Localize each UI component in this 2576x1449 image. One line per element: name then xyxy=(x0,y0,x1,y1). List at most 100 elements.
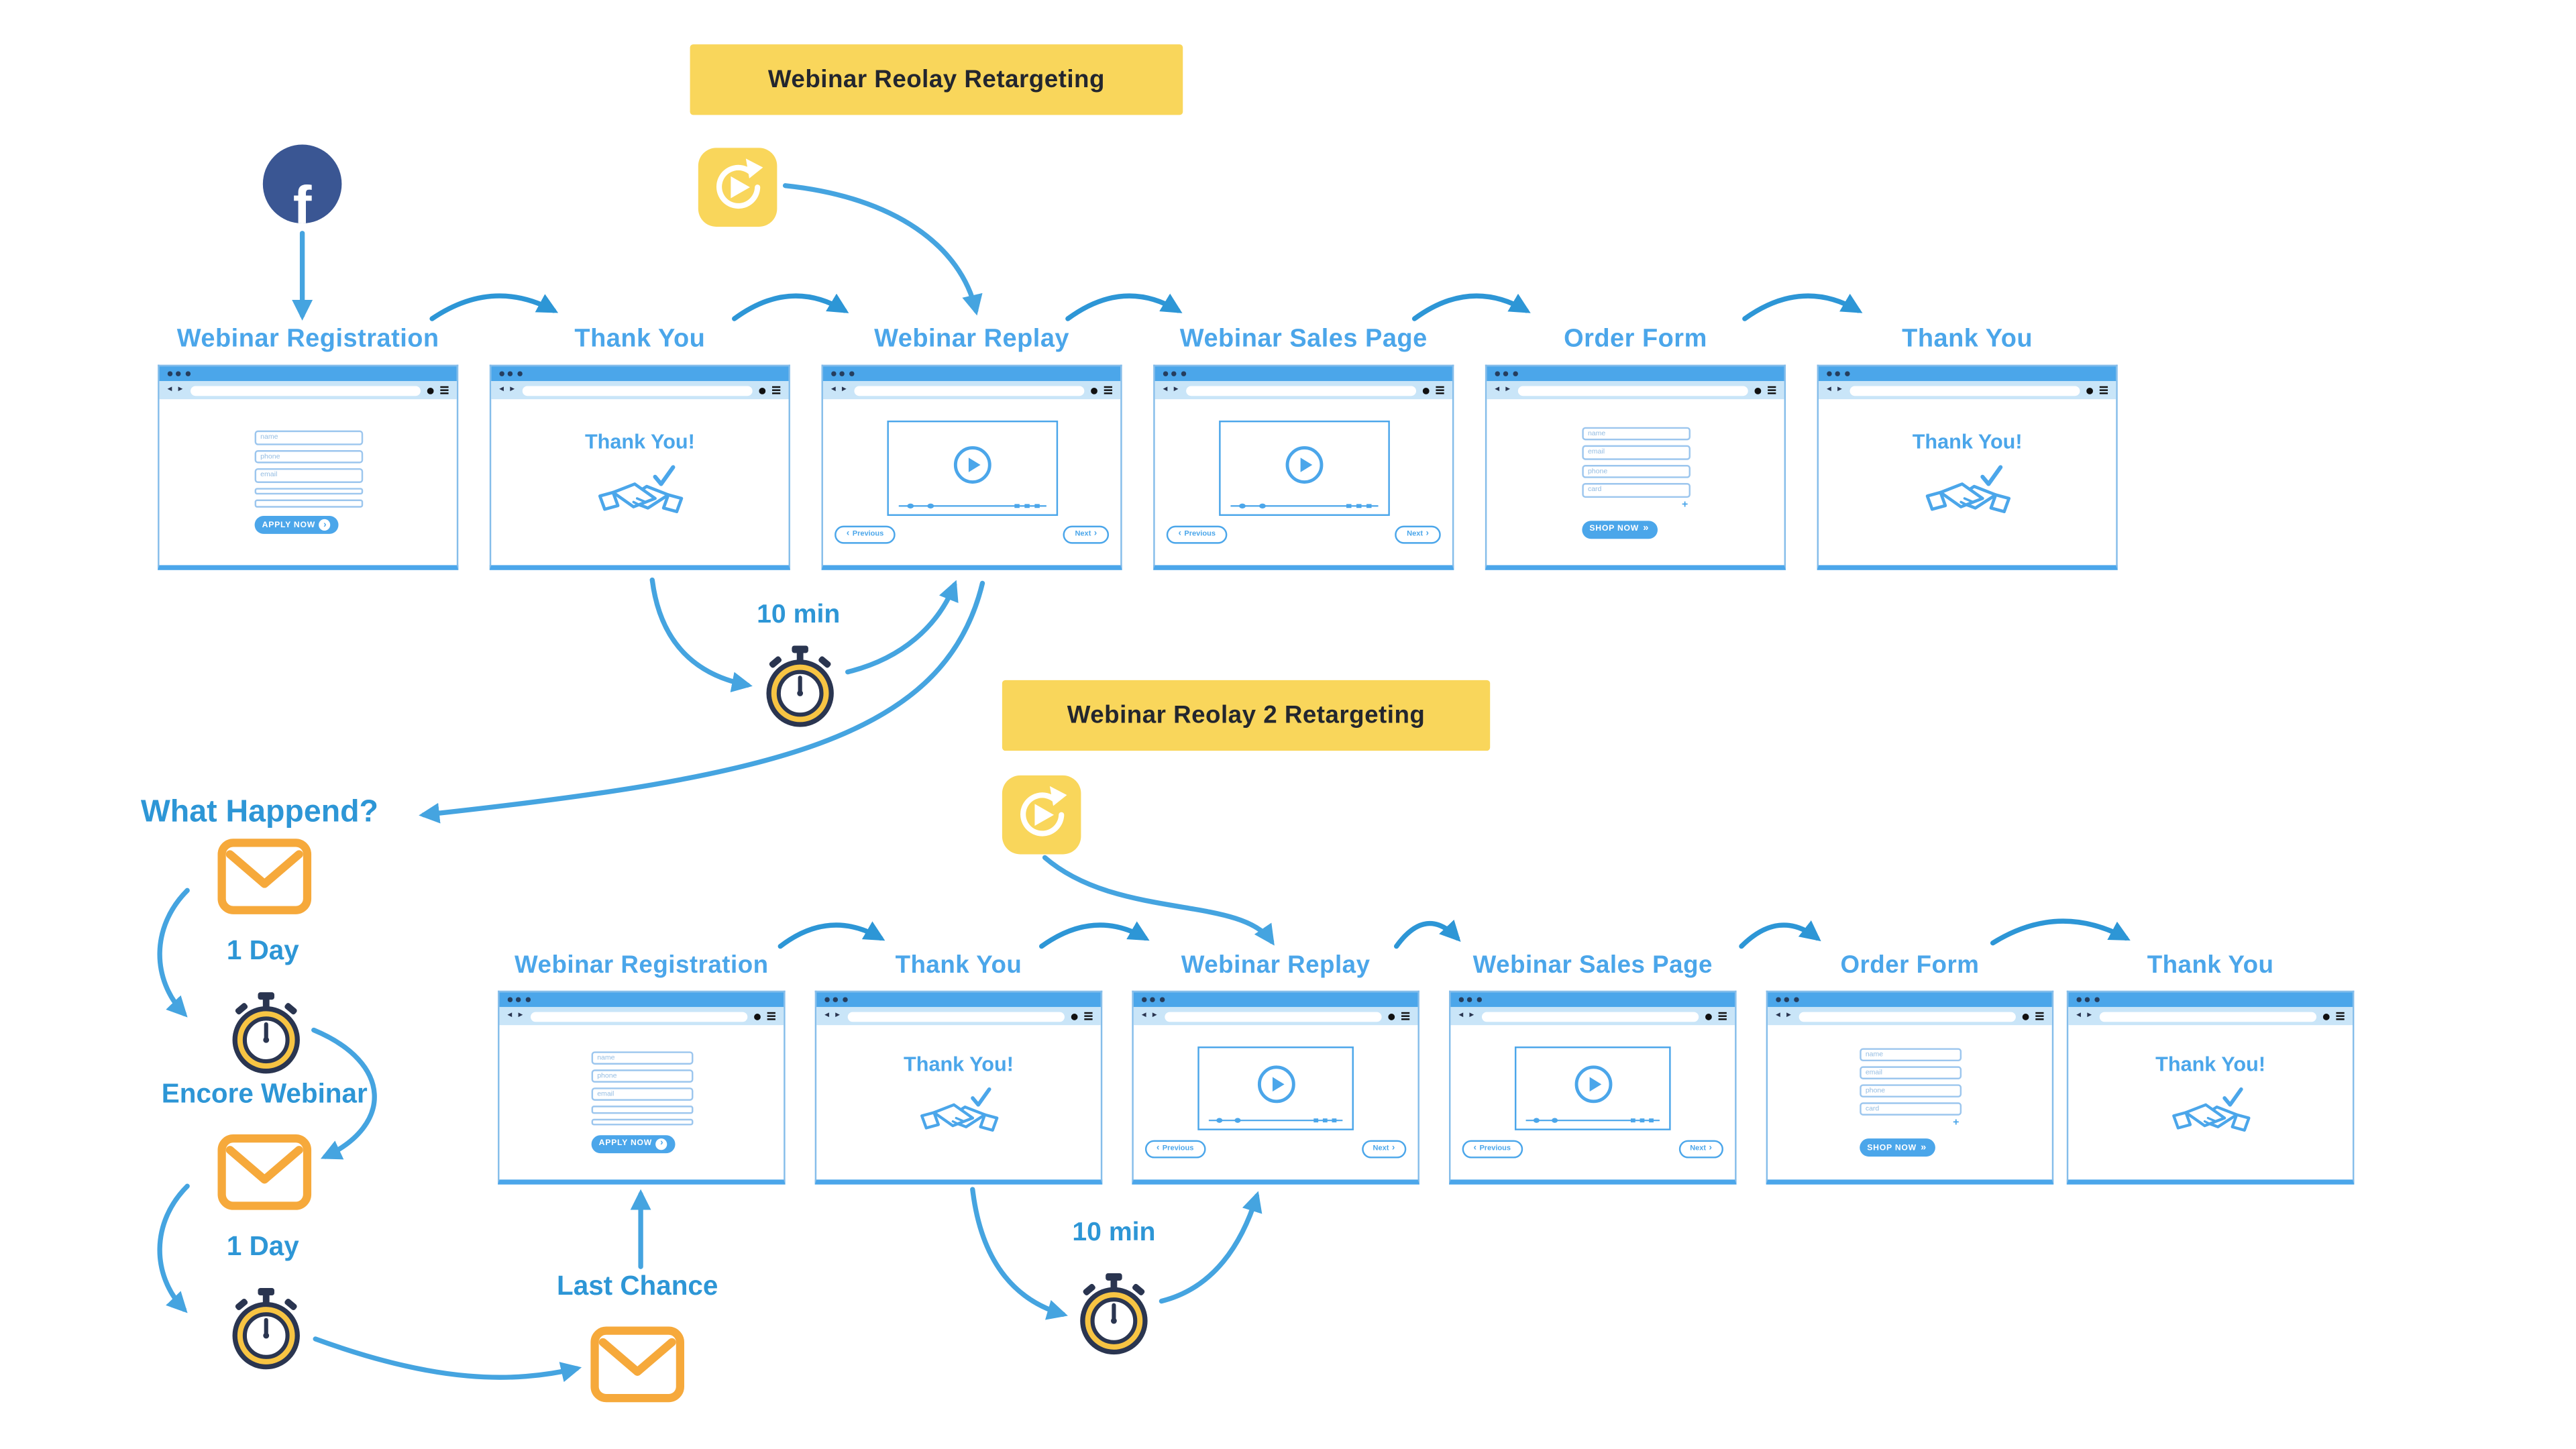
window-dot-icon xyxy=(1776,997,1781,1002)
stopwatch-icon-seq2 xyxy=(227,1287,306,1381)
account-dot-icon xyxy=(1388,1012,1395,1020)
next-label: Next xyxy=(1373,1144,1389,1152)
back-icon: ◄ xyxy=(506,1010,514,1019)
stopwatch-icon-seq1 xyxy=(227,991,306,1085)
what-happened-label: What Happend? xyxy=(140,795,378,830)
window-addressbar: ◄► xyxy=(822,381,1121,400)
menu-icon xyxy=(1400,1015,1409,1018)
video-progress-bar xyxy=(1525,1118,1660,1124)
previous-button: Previous xyxy=(1462,1140,1523,1159)
step-label: Webinar Sales Page xyxy=(1179,325,1428,354)
menu-icon xyxy=(771,389,780,391)
address-field xyxy=(523,385,753,395)
video-player xyxy=(1514,1046,1671,1130)
handshake-icon-wrap xyxy=(918,1083,1000,1148)
window-addressbar: ◄► xyxy=(1487,381,1784,400)
last-chance-label: Last Chance xyxy=(557,1271,718,1301)
forward-icon: ► xyxy=(517,1010,525,1019)
account-dot-icon xyxy=(759,386,766,394)
handshake-icon-wrap xyxy=(596,460,684,531)
replay-icon xyxy=(1020,786,1067,837)
back-icon: ◄ xyxy=(1493,384,1501,393)
replay-retargeting-icon-top xyxy=(698,148,777,227)
chevron-right-icon xyxy=(1709,1144,1713,1153)
handshake-icon-wrap xyxy=(1923,460,2012,531)
window-dot-icon xyxy=(833,997,839,1002)
previous-button: Previous xyxy=(1167,525,1228,544)
menu-icon xyxy=(2335,1015,2344,1018)
step-label: Thank You xyxy=(895,951,1022,979)
form-field: phone xyxy=(1859,1084,1961,1097)
video-content: Previous Next xyxy=(1134,1046,1418,1159)
apply-now-button: APPLY NOW xyxy=(254,515,339,534)
forward-icon: ► xyxy=(1150,1010,1159,1019)
forward-icon: ► xyxy=(1504,384,1512,393)
arrow-row1-step4 xyxy=(1411,293,1531,321)
arrow-circle-icon xyxy=(319,519,331,531)
arrow-row2-step5 xyxy=(1990,918,2131,946)
window-dot-icon xyxy=(1495,371,1500,376)
chevrons-right-icon xyxy=(1643,524,1649,534)
window-dot-icon xyxy=(1142,997,1146,1002)
window-dot-icon xyxy=(2076,997,2082,1002)
window-dot-icon xyxy=(1477,997,1481,1002)
previous-label: Previous xyxy=(1184,529,1216,538)
arrow-retargeting1-to-replay xyxy=(782,183,983,316)
menu-icon xyxy=(1103,389,1112,391)
address-field xyxy=(191,385,421,395)
window-row1-thank-you-2: Thank You◄►Thank You! xyxy=(1817,325,2118,570)
form-field xyxy=(254,499,363,507)
arrow-row2-step2 xyxy=(1038,921,1150,949)
window-dot-icon xyxy=(167,371,172,376)
chevron-right-icon xyxy=(1094,530,1097,539)
window-dot-icon xyxy=(1458,997,1464,1002)
apply-now-button: APPLY NOW xyxy=(590,1134,676,1153)
address-field xyxy=(854,385,1085,395)
facebook-letter: f xyxy=(292,176,312,224)
email-icon-3 xyxy=(590,1326,685,1411)
retargeting-badge-top: Webinar Reolay Retargeting xyxy=(690,44,1183,115)
menu-icon xyxy=(1083,1015,1092,1018)
thank-you-text: Thank You! xyxy=(2155,1053,2266,1077)
arrow-row2-step1 xyxy=(777,921,885,949)
window-dot-icon xyxy=(831,371,837,376)
window-row1-thank-you-1: Thank You◄►Thank You! xyxy=(489,325,790,570)
form-field: name xyxy=(254,430,363,445)
back-icon: ◄ xyxy=(829,384,837,393)
window-dot-icon xyxy=(824,997,830,1002)
window-addressbar: ◄► xyxy=(491,381,789,400)
window-dot-icon xyxy=(525,997,530,1002)
window-titlebar xyxy=(1768,992,2052,1008)
back-icon: ◄ xyxy=(2075,1010,2083,1019)
form-field: email xyxy=(1581,445,1690,460)
chevron-left-icon xyxy=(847,530,850,539)
forward-icon: ► xyxy=(833,1010,842,1019)
menu-icon xyxy=(2035,1015,2043,1018)
add-field-plus-icon: + xyxy=(1682,498,1688,511)
back-icon: ◄ xyxy=(822,1010,831,1019)
previous-button: Previous xyxy=(1144,1140,1205,1159)
arrow-timer2-to-email3 xyxy=(313,1336,582,1383)
play-button-icon xyxy=(1285,446,1323,484)
apply-now-label: APPLY NOW xyxy=(598,1138,653,1149)
forward-icon: ► xyxy=(2086,1010,2094,1019)
forward-icon: ► xyxy=(1468,1010,1476,1019)
address-field xyxy=(1165,1011,1382,1022)
address-field xyxy=(1186,385,1417,395)
window-addressbar: ◄► xyxy=(1768,1007,2052,1026)
account-dot-icon xyxy=(1091,386,1097,394)
encore-webinar-label: Encore Webinar xyxy=(161,1079,368,1110)
back-icon: ◄ xyxy=(498,384,506,393)
